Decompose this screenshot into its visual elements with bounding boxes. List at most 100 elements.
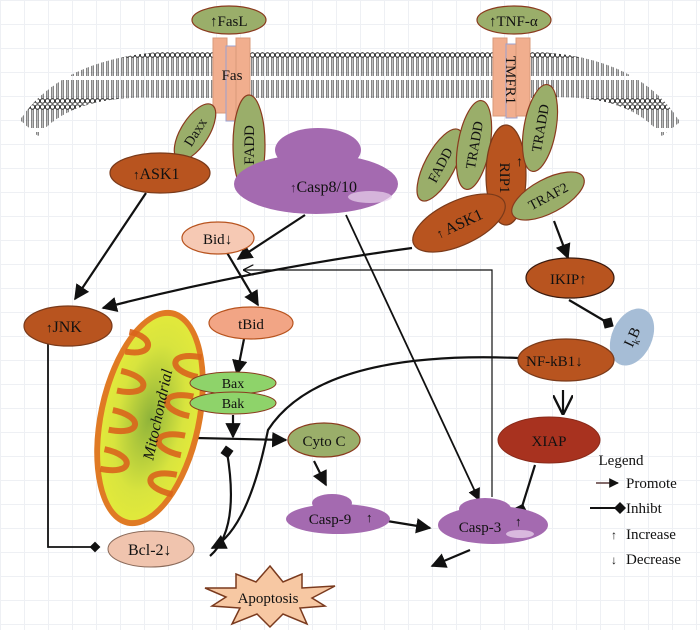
up-arrow-icon: ↑ bbox=[579, 272, 587, 288]
node-casp810: ↑Casp8/10 bbox=[234, 128, 398, 214]
legend: Legend Promote Inhibt ↑ Increase ↓ Decre… bbox=[590, 453, 681, 568]
casp3-label: Casp-3 bbox=[459, 520, 502, 536]
node-cytoc: Cyto C bbox=[287, 422, 361, 458]
svg-text:Bid↓: Bid↓ bbox=[203, 232, 232, 248]
edge-casp3-bid bbox=[244, 270, 493, 497]
fas-receptor: Fas bbox=[212, 37, 251, 122]
node-ikip: IKIP↑ bbox=[525, 257, 615, 299]
edge-xiap-casp3 bbox=[514, 464, 537, 517]
edge-casp8-casp3 bbox=[345, 214, 480, 502]
nfkb1-label: NF-kB1 bbox=[526, 354, 575, 370]
up-arrow-icon: ↑ bbox=[46, 320, 53, 335]
node-ask1-right: ↑ ASK1 bbox=[412, 193, 506, 253]
ask1-left-label: ASK1 bbox=[140, 166, 180, 183]
bcl2-label: Bcl-2 bbox=[128, 542, 164, 559]
svg-text:Bcl-2↓: Bcl-2↓ bbox=[128, 542, 172, 559]
node-bid: Bid↓ bbox=[181, 221, 255, 255]
node-bak: Bak bbox=[189, 391, 277, 415]
node-daxx: Daxx bbox=[173, 103, 217, 161]
node-mitochondrion: Mitochondrial bbox=[94, 309, 206, 527]
edge-casp9-casp3 bbox=[386, 518, 432, 534]
node-tbid: tBid bbox=[208, 306, 294, 340]
edge-ask1r-jnk bbox=[101, 246, 413, 312]
bid-label: Bid bbox=[203, 232, 225, 248]
node-fasl: ↑FasL bbox=[191, 5, 267, 35]
legend-label: Promote bbox=[626, 476, 677, 492]
node-tradd-right: TRADD bbox=[521, 83, 559, 173]
rip1-label: RIP1 bbox=[496, 163, 512, 194]
bak-label: Bak bbox=[222, 397, 245, 412]
edge-casp8-bid bbox=[236, 214, 306, 260]
casp9-label: Casp-9 bbox=[309, 512, 352, 528]
ikip-label: IKIP bbox=[550, 272, 579, 288]
jnk-label: JNK bbox=[53, 319, 83, 336]
ikb-label: I bbox=[621, 339, 638, 350]
edge-mito-cytoc bbox=[195, 431, 288, 448]
legend-label: Inhibt bbox=[626, 501, 663, 517]
up-arrow-icon: ↑ bbox=[290, 180, 297, 195]
up-arrow-icon: ↑ bbox=[210, 14, 218, 30]
edge-tbid-baxbak bbox=[232, 338, 248, 376]
legend-label: Decrease bbox=[626, 552, 681, 568]
apoptosis-label: Apoptosis bbox=[238, 591, 299, 607]
up-arrow-icon: ↑ bbox=[489, 14, 497, 30]
down-arrow-icon: ↓ bbox=[225, 232, 233, 248]
edges bbox=[47, 192, 614, 568]
up-arrow-icon: ↑ bbox=[133, 167, 140, 182]
edge-traf2-ikip bbox=[552, 220, 571, 260]
fadd-left-label: FADD bbox=[242, 125, 258, 165]
node-xiap: XIAP bbox=[497, 416, 601, 464]
node-fadd-right: FADD bbox=[416, 128, 464, 202]
node-ikb: IkB bbox=[609, 308, 655, 366]
up-arrow-icon: ↑ bbox=[611, 528, 617, 542]
node-bax: Bax bbox=[189, 371, 277, 395]
svg-text:↑JNK: ↑JNK bbox=[46, 319, 82, 336]
xiap-label: XIAP bbox=[531, 434, 566, 450]
edge-cytoc-casp9 bbox=[312, 460, 327, 487]
up-arrow-icon: ↑ bbox=[515, 514, 522, 529]
node-casp9: Casp-9 ↑ bbox=[286, 494, 390, 534]
svg-text:↑Casp8/10: ↑Casp8/10 bbox=[290, 179, 357, 196]
cytoc-label: Cyto C bbox=[303, 434, 346, 450]
edge-ask1-jnk bbox=[74, 192, 147, 301]
ikb-subscript: k bbox=[631, 337, 643, 346]
node-bcl2: Bcl-2↓ bbox=[107, 530, 195, 568]
node-jnk: ↑JNK bbox=[23, 305, 113, 347]
legend-label: Increase bbox=[626, 527, 676, 543]
node-nfkb1: NF-kB1↓ bbox=[517, 338, 615, 382]
up-arrow-icon: ↑ bbox=[516, 155, 523, 170]
edge-casp3-apoptosis bbox=[430, 548, 471, 568]
casp810-label: Casp8/10 bbox=[297, 179, 357, 196]
tbid-label: tBid bbox=[238, 317, 264, 333]
node-ask1-left: ↑ASK1 bbox=[109, 152, 211, 194]
tmfr1-label: TMFR1 bbox=[502, 56, 518, 104]
down-arrow-icon: ↓ bbox=[164, 542, 172, 559]
edge-bid-tbid bbox=[225, 250, 259, 307]
node-casp3: Casp-3 ↑ bbox=[438, 498, 548, 544]
legend-title: Legend bbox=[599, 453, 644, 469]
tnfa-label: TNF-α bbox=[497, 14, 538, 30]
cell-membrane bbox=[20, 52, 680, 136]
edge-jnk-bcl2 bbox=[47, 338, 101, 553]
legend-item-decrease: ↓ Decrease bbox=[611, 552, 681, 568]
svg-text:IKIP↑: IKIP↑ bbox=[550, 272, 587, 288]
node-tradd-left: TRADD bbox=[455, 99, 493, 191]
svg-text:NF-kB1↓: NF-kB1↓ bbox=[526, 354, 583, 370]
fas-label: Fas bbox=[222, 68, 243, 84]
edge-ikip-ikb bbox=[568, 299, 614, 329]
bax-label: Bax bbox=[222, 377, 245, 392]
legend-item-promote: Promote bbox=[596, 476, 677, 492]
tmfr1-receptor: TMFR1 bbox=[492, 37, 531, 119]
node-apoptosis: Apoptosis bbox=[204, 564, 336, 629]
down-arrow-icon: ↓ bbox=[575, 354, 583, 370]
legend-item-increase: ↑ Increase bbox=[611, 527, 676, 543]
up-arrow-icon: ↑ bbox=[366, 510, 373, 525]
node-tnfa: ↑TNF-α bbox=[476, 5, 552, 35]
legend-item-inhibit: Inhibt bbox=[590, 501, 663, 517]
edge-nfkb1-bcl2 bbox=[210, 356, 519, 549]
edge-bcl2-baxbak bbox=[209, 445, 234, 557]
svg-text:↑ASK1: ↑ASK1 bbox=[133, 166, 180, 183]
node-traf2: TRAF2 bbox=[511, 171, 585, 221]
